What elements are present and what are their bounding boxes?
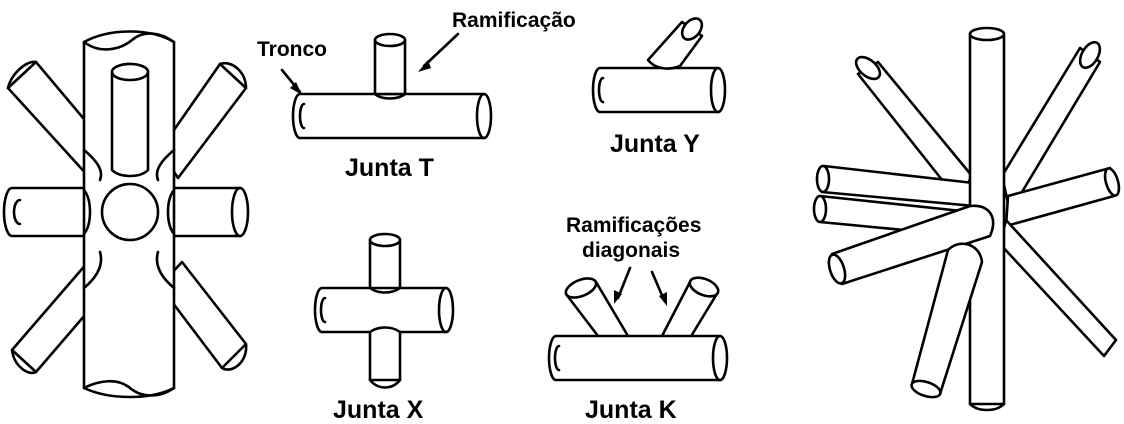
right-lower-right-brace (998, 218, 1118, 358)
x-joint-upper-brace (368, 238, 402, 292)
caption-junta-x: Junta X (333, 396, 424, 424)
t-joint-brace (373, 38, 407, 96)
left-horizontal-brace-left (2, 186, 94, 238)
left-out-of-plane-brace (100, 182, 160, 242)
x-joint-chord (313, 286, 455, 334)
t-joint-chord (291, 92, 493, 140)
left-horizontal-brace-right (166, 186, 250, 238)
right-front-left-brace (830, 204, 995, 286)
k-joint (547, 266, 729, 382)
caption-junta-y: Junta Y (610, 130, 700, 158)
left-multiplanar-node (2, 30, 250, 399)
label-ramificacoes: Ramificações (566, 214, 701, 237)
t-joint (280, 32, 493, 140)
x-joint-lower-brace (368, 326, 402, 382)
label-tronco: Tronco (257, 38, 327, 61)
k-joint-chord (547, 334, 729, 382)
right-multiplanar-node (812, 26, 1121, 412)
label-diagonais: diagonais (582, 239, 680, 262)
x-joint (313, 232, 455, 389)
caption-junta-k: Junta K (585, 396, 677, 424)
y-joint (591, 17, 727, 114)
label-ramificacao: Ramificação (452, 9, 576, 32)
right-front-lower-brace (910, 242, 984, 396)
y-joint-chord (591, 66, 727, 114)
caption-junta-t: Junta T (345, 154, 434, 182)
